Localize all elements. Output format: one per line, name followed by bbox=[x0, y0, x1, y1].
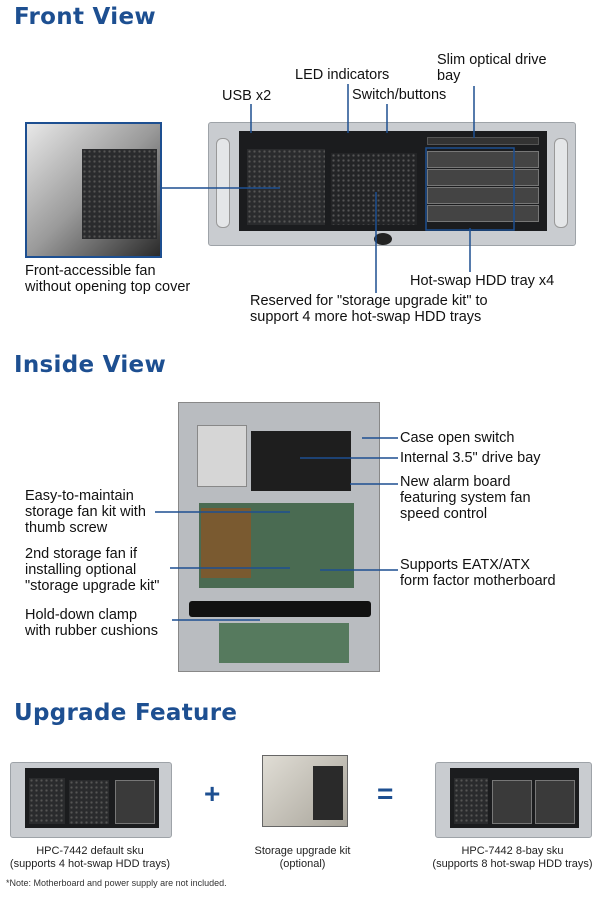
label-line: Hold-down clamp bbox=[25, 607, 138, 623]
right-handle bbox=[554, 138, 568, 228]
label-optical-drive: Slim optical drive bay bbox=[437, 52, 547, 84]
equals-sign: = bbox=[377, 778, 394, 809]
label-line: support 4 more hot-swap HDD trays bbox=[250, 309, 482, 325]
label-line: Front-accessible fan bbox=[25, 263, 156, 279]
label-line: New alarm board bbox=[400, 474, 511, 490]
plus-sign: + bbox=[204, 778, 221, 809]
label-usb: USB x2 bbox=[222, 88, 272, 104]
label-line: 2nd storage fan if bbox=[25, 546, 138, 562]
label-switch-buttons: Switch/buttons bbox=[352, 87, 447, 103]
expansion-area bbox=[219, 623, 349, 663]
label-text: Slim optical drive bay bbox=[437, 52, 547, 84]
front-view-title: Front View bbox=[14, 4, 156, 30]
label-case-open-switch: Case open switch bbox=[400, 430, 515, 446]
label-line: Supports EATX/ATX bbox=[400, 557, 531, 573]
fan-grille bbox=[82, 149, 157, 239]
label-motherboard-support: Supports EATX/ATX form factor motherboar… bbox=[400, 557, 556, 589]
hdd-tray[interactable] bbox=[427, 169, 539, 186]
label-line: "storage upgrade kit" bbox=[25, 578, 160, 594]
caption-line: (supports 8 hot-swap HDD trays) bbox=[432, 858, 593, 870]
label-line: speed control bbox=[400, 506, 488, 522]
default-sku-image bbox=[10, 762, 172, 838]
caption-line: HPC-7442 default sku bbox=[36, 845, 144, 857]
label-reserved: Reserved for "storage upgrade kit" to su… bbox=[250, 293, 488, 325]
label-line: installing optional bbox=[25, 562, 137, 578]
caption-line: (optional) bbox=[279, 858, 326, 870]
label-line: Easy-to-maintain bbox=[25, 488, 134, 504]
caption-eight-bay-sku: HPC-7442 8-bay sku (supports 8 hot-swap … bbox=[425, 845, 600, 871]
label-alarm-board: New alarm board featuring system fan spe… bbox=[400, 474, 531, 522]
caption-line: HPC-7442 8-bay sku bbox=[461, 845, 564, 857]
upgrade-feature-title: Upgrade Feature bbox=[14, 700, 238, 726]
hdd-tray[interactable] bbox=[427, 151, 539, 168]
label-led-indicators: LED indicators bbox=[295, 67, 390, 83]
label-line: form factor motherboard bbox=[400, 573, 556, 589]
storage-kit-image bbox=[262, 755, 348, 827]
inside-chassis-photo bbox=[178, 402, 380, 672]
left-handle bbox=[216, 138, 230, 228]
hold-down-clamp bbox=[189, 601, 371, 617]
label-line: storage fan kit with bbox=[25, 504, 146, 520]
drive-cage bbox=[197, 425, 247, 487]
label-second-fan: 2nd storage fan if installing optional "… bbox=[25, 546, 159, 594]
label-front-fan: Front-accessible fan without opening top… bbox=[25, 263, 190, 295]
lock-knob bbox=[374, 233, 392, 245]
hdd-tray[interactable] bbox=[427, 187, 539, 204]
label-line: with rubber cushions bbox=[25, 623, 158, 639]
hdd-tray[interactable] bbox=[427, 205, 539, 222]
label-line: Reserved for "storage upgrade kit" to bbox=[250, 293, 488, 309]
caption-line: Storage upgrade kit bbox=[254, 845, 351, 857]
label-internal-drive-bay: Internal 3.5" drive bay bbox=[400, 450, 541, 466]
reserved-bay-grille bbox=[331, 153, 417, 225]
optical-drive bbox=[427, 137, 539, 145]
front-panel bbox=[239, 131, 547, 231]
eight-bay-sku-image bbox=[435, 762, 592, 838]
label-line: without opening top cover bbox=[25, 279, 191, 295]
storage-fan bbox=[251, 431, 351, 491]
label-fan-kit: Easy-to-maintain storage fan kit with th… bbox=[25, 488, 146, 536]
label-hold-down-clamp: Hold-down clamp with rubber cushions bbox=[25, 607, 158, 639]
caption-storage-kit: Storage upgrade kit (optional) bbox=[230, 845, 375, 871]
label-line: thumb screw bbox=[25, 520, 108, 536]
inside-view-title: Inside View bbox=[14, 352, 167, 378]
label-line: featuring system fan bbox=[400, 490, 531, 506]
front-chassis-image bbox=[208, 122, 576, 246]
cables bbox=[201, 508, 251, 578]
fan-grille bbox=[247, 149, 325, 225]
caption-default-sku: HPC-7442 default sku (supports 4 hot-swa… bbox=[0, 845, 180, 871]
caption-line: (supports 4 hot-swap HDD trays) bbox=[9, 858, 171, 870]
fan-access-inset-photo bbox=[25, 122, 162, 258]
footnote: *Note: Motherboard and power supply are … bbox=[6, 878, 227, 888]
label-hdd-tray: Hot-swap HDD tray x4 bbox=[410, 273, 555, 289]
